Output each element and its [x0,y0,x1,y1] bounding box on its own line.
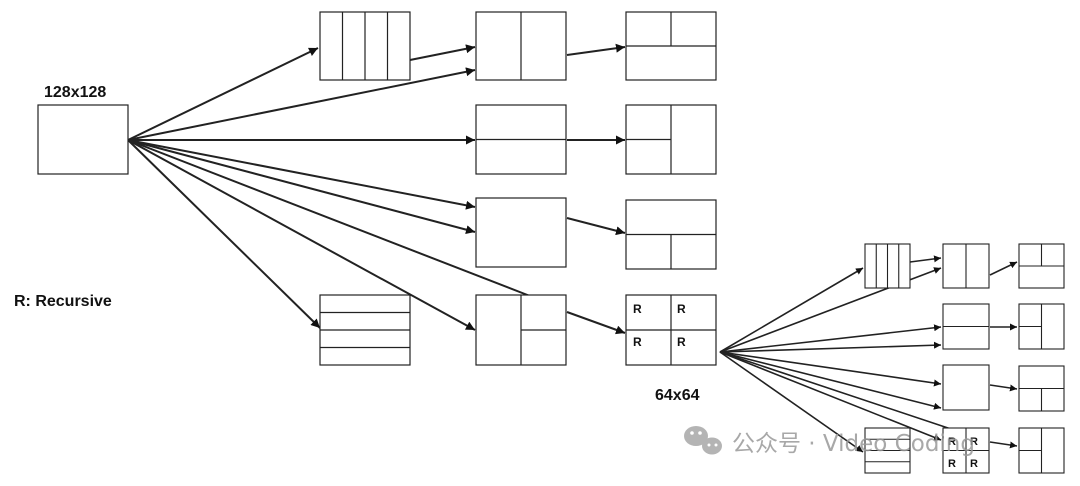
arrow-sub-full-to-mixed-c [989,384,1018,392]
arrow-vert-split-to-quad [566,311,626,335]
arrow-root-to-quad [127,139,531,297]
column-2 [319,11,411,366]
recursive-mark: R [970,458,978,470]
root-block [37,104,129,175]
full-block [475,197,567,268]
watermark: 公众号 · Video Coding [684,426,975,457]
arrow-sub-to-horz2-b [719,341,942,353]
column-4 [625,11,717,366]
root-arrows [127,47,531,331]
recursive-mark: R [677,335,686,349]
watermark-text: 公众号 · Video Coding [732,431,975,457]
arrow-root-to-horz-split-a [127,139,476,210]
arrow-horz-to-mixed-c [566,217,626,236]
arrow-sub-to-horz4 [719,351,864,453]
sub-column-4 [1018,243,1065,474]
recursive-mark: R [948,458,956,470]
arrow-sub-quad-to-mixed-d [989,441,1018,449]
arrow-root-to-vert4 [127,47,319,141]
sub-arrows [719,267,961,453]
recursive-mark: R [948,436,956,448]
recursive-mark: R [677,302,686,316]
sub-size-label: 64x64 [655,387,700,404]
arrow-sub-to-horz2 [719,324,942,353]
arrow-root-to-horz4 [127,139,321,329]
legend-label: R: Recursive [14,293,112,310]
arrow-sub-vert4-to-vert2 [909,255,942,263]
arrow-sub-to-full [719,351,942,387]
arrow-root-to-vert-split [127,139,476,331]
arrow-vert4-to-vert2 [409,44,476,61]
root-size-label: 128x128 [44,84,106,101]
mid-arrows [409,43,626,335]
arrow-vert2-to-mixed-a [566,43,626,56]
wechat-icon [684,426,722,455]
arrow-sub-vert2-to-mixed-a [989,261,1018,276]
sub-column-2 [864,243,911,474]
arrow-sub-to-vert4 [719,267,864,353]
sub-quad-recursive-marks: R R R R [948,436,978,470]
sub-mid-arrows [909,255,1018,449]
arrow-root-to-vert2 [127,67,476,141]
sub-column-3 [942,243,990,474]
arrow-sub-to-full-b [719,351,942,410]
recursive-mark: R [970,436,978,448]
recursive-mark: R [633,335,642,349]
recursive-mark: R [633,302,642,316]
column-3 [475,11,567,366]
sub-full-block [942,364,990,411]
arrow-root-to-horz-split-b [127,139,476,235]
quad-recursive-marks: R R R R [633,302,686,349]
arrow-sub-to-vert-split [719,351,942,441]
arrow-sub-to-quad [719,351,961,433]
